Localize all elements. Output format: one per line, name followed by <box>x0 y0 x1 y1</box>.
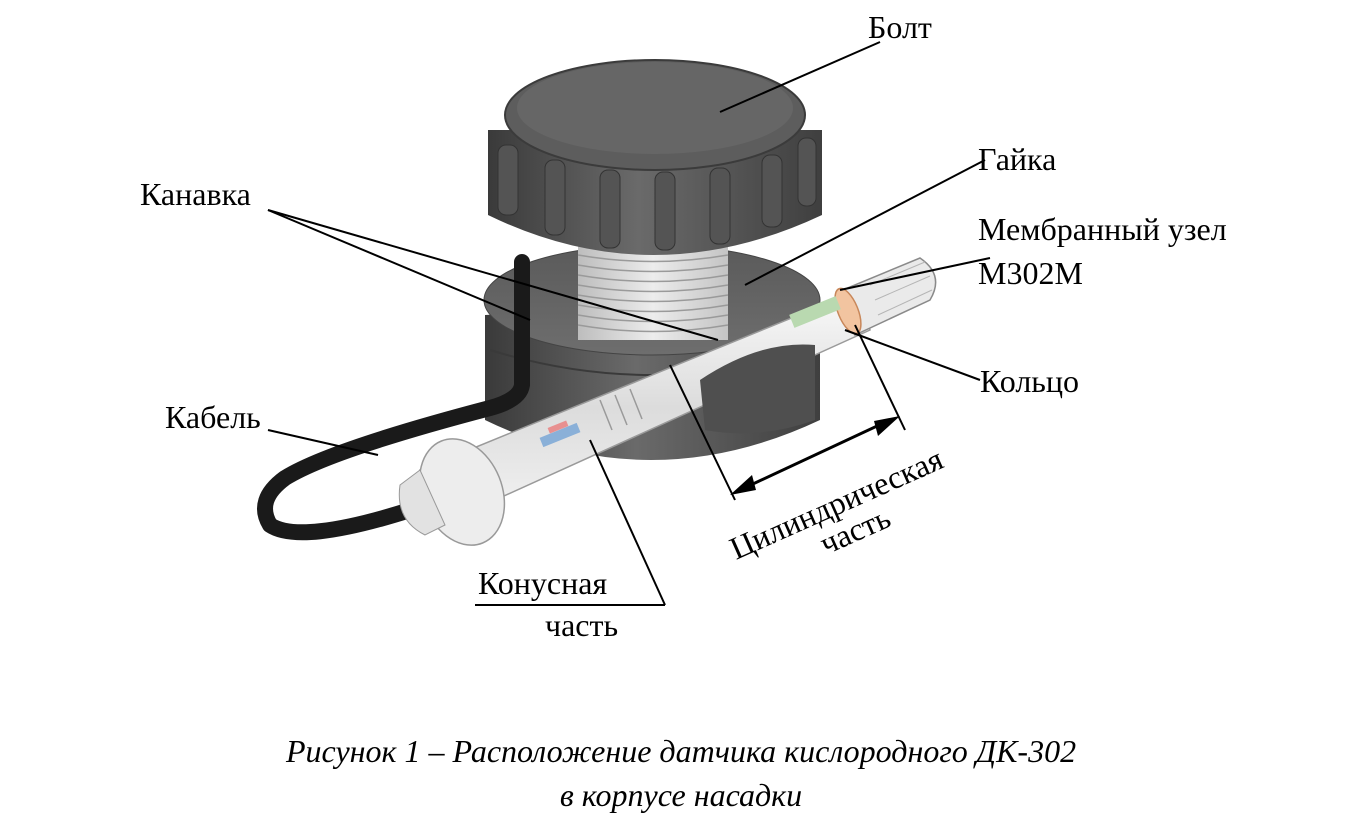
label-nut: Гайка <box>978 141 1056 177</box>
label-conical-line2: часть <box>545 607 618 643</box>
dimension-arrow <box>730 416 900 495</box>
nut-front-lip <box>700 344 815 434</box>
label-bolt: Болт <box>868 9 932 45</box>
label-groove: Канавка <box>140 176 251 212</box>
label-cable: Кабель <box>165 399 261 435</box>
label-membrane-line1: Мембранный узел <box>978 211 1227 247</box>
label-membrane-line2: М302М <box>978 255 1083 291</box>
cable <box>257 254 530 541</box>
sensor-tube <box>398 257 937 546</box>
ring-part <box>834 287 862 335</box>
bolt-cap <box>488 59 822 255</box>
label-ring: Кольцо <box>980 363 1079 399</box>
caption-line2: в корпусе насадки <box>560 777 802 813</box>
leader-lines <box>267 41 991 606</box>
caption-line1: Рисунок 1 – Расположение датчика кислоро… <box>285 733 1076 769</box>
label-conical-line1: Конусная <box>478 565 607 601</box>
thread <box>577 245 729 340</box>
